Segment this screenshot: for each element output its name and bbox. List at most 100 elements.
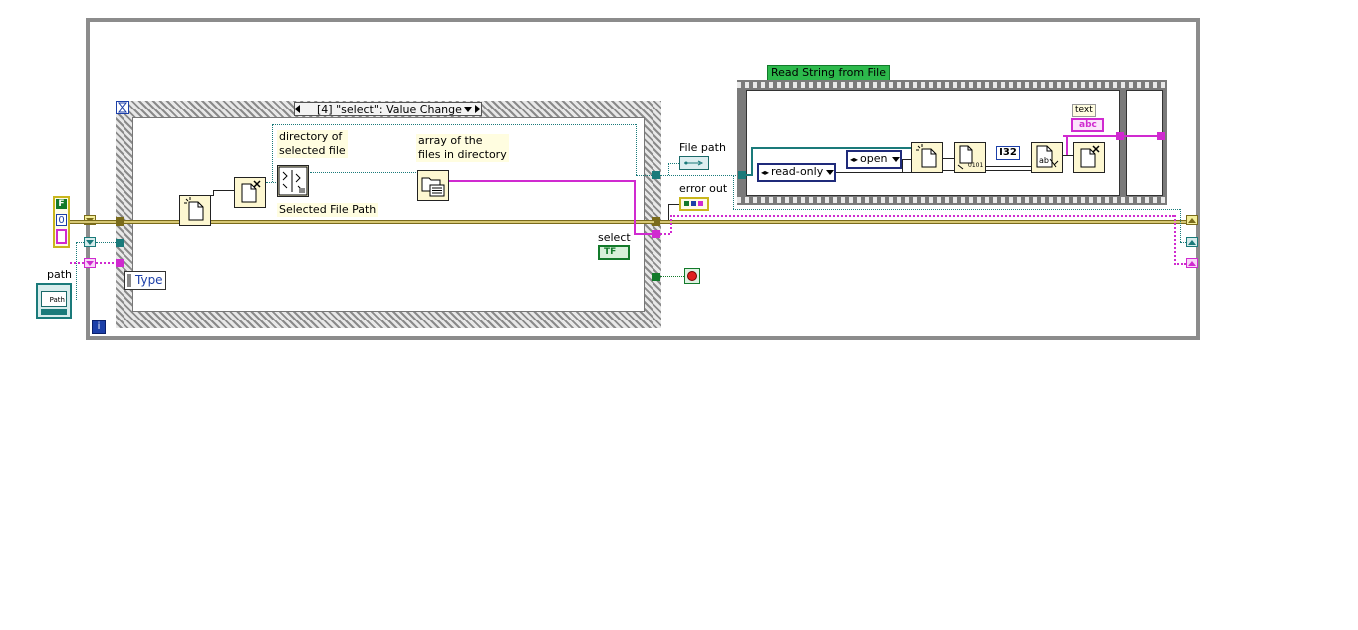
error-out-indicator[interactable] [679, 197, 709, 211]
text-string-wire [1063, 135, 1116, 137]
close-file-icon [1080, 145, 1100, 168]
string-wire-long [670, 215, 1174, 217]
sequence-tunnel-path [738, 171, 746, 179]
tunnel-string-out [652, 230, 660, 238]
operation-wire-v [902, 159, 903, 172]
shift-register-left-string[interactable] [84, 258, 96, 268]
read-binary-icon: 0101 [957, 145, 983, 170]
close-file-icon [241, 180, 261, 203]
select-boolean-terminal[interactable]: TF [598, 245, 630, 260]
close-file-node[interactable] [234, 177, 266, 208]
tunnel-error-out [652, 217, 660, 226]
close-file-node-2[interactable] [1073, 142, 1105, 173]
operation-spin-icon: ◂▸ [850, 155, 859, 164]
string-array-wire [449, 180, 635, 182]
shift-register-right-path[interactable] [1186, 237, 1198, 247]
timeout-hourglass-icon [116, 101, 129, 114]
selector-decrement-icon[interactable] [295, 105, 300, 113]
operation-dropdown-icon [892, 157, 900, 162]
directory-of-selected-file-label: directory of selected file [277, 130, 348, 158]
path-wire-bottom [733, 209, 1180, 210]
event-data-node: Type [124, 271, 166, 290]
operation-ring[interactable]: open ◂▸ [846, 150, 902, 169]
seq-path-wire-top [751, 147, 911, 149]
seq-path-wire [746, 174, 752, 176]
numeric-type-text: I32 [999, 147, 1017, 158]
tunnel-error-in [116, 217, 124, 226]
stop-button-icon [687, 271, 697, 281]
refnum-wire-v [213, 190, 214, 196]
sequence-title-label: Read String from File [767, 65, 890, 81]
select-control-label: select [598, 231, 631, 244]
build-path-node[interactable] [277, 165, 309, 197]
seq-path-wire-v [751, 147, 753, 176]
read-text-node[interactable]: ab [1031, 142, 1063, 173]
selector-increment-icon[interactable] [475, 105, 480, 113]
path-control-label: path [47, 268, 73, 281]
svg-text:0101: 0101 [968, 162, 983, 169]
iteration-terminal: i [92, 320, 106, 334]
refnum-wire-h2 [213, 190, 235, 191]
path-wire-in [96, 242, 118, 243]
file-path-indicator[interactable] [679, 156, 709, 170]
error-wire-to-ind [668, 204, 669, 220]
new-path-node[interactable] [179, 195, 211, 226]
selector-dropdown-icon[interactable] [464, 107, 472, 112]
sequence-holes-bottom [737, 197, 1167, 203]
access-mode-ring[interactable]: read-only ◂▸ [757, 163, 836, 182]
string-wire-down-to-reg [1174, 215, 1176, 265]
shift-register-right-string[interactable] [1186, 258, 1198, 268]
access-mode-wire [836, 172, 911, 173]
tunnel-boolean-out [652, 273, 660, 281]
text-string-wire-v [1066, 135, 1068, 155]
path-wire-dir-to-list [310, 172, 418, 173]
access-mode-spin-icon: ◂▸ [761, 168, 770, 177]
build-path-icon [278, 166, 308, 196]
shift-register-right-error[interactable] [1186, 215, 1198, 225]
path-wire-to-tunnel [636, 175, 652, 176]
event-case-selector[interactable]: [4] "select": Value Change [294, 102, 482, 116]
read-text-icon: ab [1036, 145, 1059, 168]
tunnel-string-in [116, 259, 124, 267]
path-wire-ind-v [668, 163, 669, 175]
boolean-false-constant[interactable]: F 0 [53, 196, 70, 248]
text-indicator-glyph: abc [1079, 120, 1097, 130]
list-folder-node[interactable] [417, 170, 449, 201]
error-out-indicator-label: error out [679, 182, 728, 195]
stop-button-terminal[interactable] [684, 268, 700, 284]
sequence-frame-2 [1126, 90, 1163, 196]
path-wire-to-reg [1180, 242, 1186, 243]
text-indicator[interactable]: abc [1071, 118, 1104, 132]
svg-text:ab: ab [1039, 156, 1049, 165]
path-wire-out [660, 175, 740, 176]
path-wire-to-register [76, 242, 84, 243]
refnum-wire-open-read-b [943, 170, 1033, 171]
string-wire-left [70, 262, 84, 264]
event-data-type-label: Type [135, 273, 163, 287]
path-control-inner: Path [41, 291, 67, 307]
string-array-wire-down [634, 180, 636, 234]
numeric-type-constant[interactable]: I32 [996, 146, 1020, 160]
shift-register-left-path[interactable] [84, 237, 96, 247]
path-wire-vertical [76, 242, 77, 300]
tunnel-path-in [116, 239, 124, 247]
path-wire-inner-up [272, 124, 273, 182]
event-case-selector-text: [4] "select": Value Change [317, 103, 462, 116]
operation-wire [902, 159, 911, 160]
operation-text: open [860, 152, 888, 165]
path-wire-down2 [1180, 209, 1181, 242]
refnum-wire-read-text [986, 166, 1032, 167]
refnum-wire-new-to-close [210, 195, 214, 196]
text-indicator-label: text [1072, 104, 1096, 117]
error-wire-to-ind-h [668, 204, 679, 205]
error-wire-through [124, 220, 654, 224]
access-mode-text: read-only [771, 165, 824, 178]
open-file-node[interactable] [911, 142, 943, 173]
read-binary-node[interactable]: 0101 [954, 142, 986, 173]
sequence-holes-top [737, 82, 1167, 88]
list-folder-icon [421, 177, 445, 197]
path-glyph-text: Path [49, 296, 65, 304]
iteration-terminal-label: i [97, 321, 101, 332]
path-wire-close-to-build [266, 182, 278, 183]
path-control[interactable]: Path [36, 283, 72, 319]
